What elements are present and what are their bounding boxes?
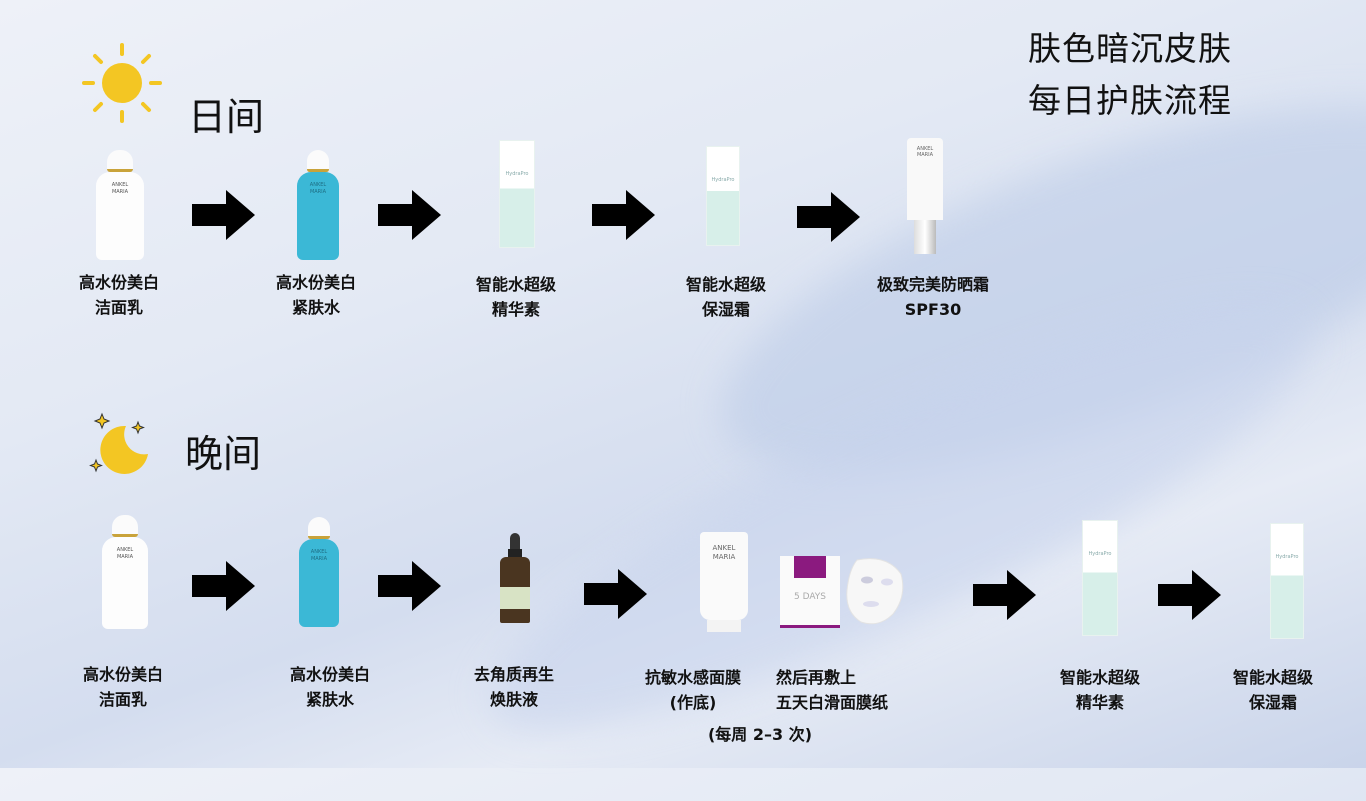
sun-icon [82,43,162,123]
night-step-4-label: 抗敏水感面膜(作底) [644,668,742,712]
page-title-line2: 每日护肤流程 [1028,81,1232,120]
night-step-2-label: 高水份美白紧肤水 [289,665,371,709]
moisturizer-pump-image: HydraPro [1270,523,1304,639]
arrow-icon [378,561,441,611]
arrow-icon [592,190,655,240]
night-heading: 晚间 [185,432,262,476]
page-title-line1: 肤色暗沉皮肤 [1028,29,1232,68]
frequency-note: (每周 2–3 次) [707,725,813,744]
face-mask-image [846,558,904,625]
night-step-6-label: 智能水超级精华素 [1059,668,1141,712]
day-heading: 日间 [188,95,265,139]
night-step-1-label: 高水份美白洁面乳 [82,665,164,709]
night-step-7-label: 智能水超级保湿霜 [1232,668,1314,712]
night-step-3-label: 去角质再生焕肤液 [473,665,555,709]
arrow-icon [973,570,1036,620]
day-step-1-label: 高水份美白洁面乳 [78,273,160,317]
serum-pump-image: HydraPro [499,140,535,248]
arrow-icon [1158,570,1221,620]
arrow-icon [797,192,860,242]
arrow-icon [192,190,255,240]
night-step-5-label: 然后再敷上五天白滑面膜纸 [776,668,889,712]
arrow-icon [584,569,647,619]
arrow-icon [378,190,441,240]
day-step-2-label: 高水份美白紧肤水 [275,273,357,317]
moisturizer-pump-image: HydraPro [706,146,740,246]
dropper-bottle-image [500,533,530,623]
arrow-icon [192,561,255,611]
mask-box-image: 5 DAYS [780,556,840,628]
day-step-4-label: 智能水超级保湿霜 [685,275,767,319]
day-step-3-label: 智能水超级精华素 [475,275,557,319]
serum-pump-image: HydraPro [1082,520,1118,636]
moon-icon [89,412,148,474]
